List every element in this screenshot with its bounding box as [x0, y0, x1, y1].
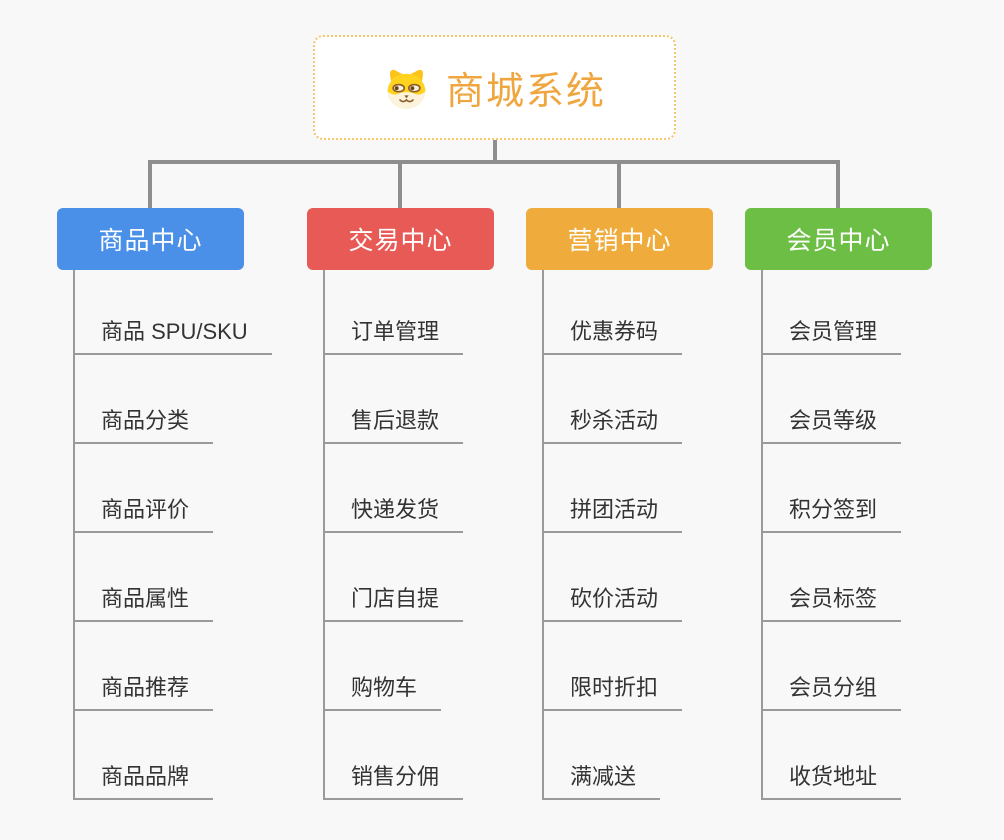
connector-drop-product: [148, 160, 152, 208]
branch-header-member[interactable]: 会员中心: [745, 208, 932, 270]
branch-header-trade[interactable]: 交易中心: [307, 208, 494, 270]
root-node[interactable]: 商城系统: [313, 35, 676, 140]
branch-product-center: 商品中心 商品 SPU/SKU 商品分类 商品评价 商品属性 商品推荐 商品品牌: [57, 208, 272, 800]
child-node[interactable]: 会员分组: [763, 670, 902, 711]
connector-drop-trade: [398, 160, 402, 208]
child-node[interactable]: 限时折扣: [544, 670, 683, 711]
child-node[interactable]: 商品 SPU/SKU: [75, 314, 272, 355]
child-node[interactable]: 积分签到: [763, 492, 902, 533]
child-node[interactable]: 砍价活动: [544, 581, 683, 622]
child-node[interactable]: 秒杀活动: [544, 403, 683, 444]
branch-children-marketing: 优惠券码 秒杀活动 拼团活动 砍价活动 限时折扣 满减送: [542, 270, 842, 800]
child-node[interactable]: 商品分类: [75, 403, 214, 444]
branch-trade-center: 交易中心 订单管理 售后退款 快递发货 门店自提 购物车 销售分佣: [307, 208, 507, 800]
root-title: 商城系统: [445, 71, 606, 113]
child-node[interactable]: 会员标签: [763, 581, 902, 622]
child-node[interactable]: 快递发货: [325, 492, 464, 533]
branch-member-center: 会员中心 会员管理 会员等级 积分签到 会员标签 会员分组 收货地址: [745, 208, 945, 800]
branch-header-marketing[interactable]: 营销中心: [526, 208, 713, 270]
child-node[interactable]: 会员管理: [763, 314, 902, 355]
connector-drop-marketing: [617, 160, 621, 208]
child-node[interactable]: 优惠券码: [544, 314, 683, 355]
child-node[interactable]: 售后退款: [325, 403, 464, 444]
dog-face-icon: [387, 69, 426, 110]
child-node[interactable]: 门店自提: [325, 581, 464, 622]
child-node[interactable]: 商品推荐: [75, 670, 214, 711]
child-node[interactable]: 销售分佣: [325, 759, 464, 800]
child-node[interactable]: 购物车: [325, 670, 442, 711]
child-node[interactable]: 订单管理: [325, 314, 464, 355]
branch-children-trade: 订单管理 售后退款 快递发货 门店自提 购物车 销售分佣: [323, 270, 623, 800]
connector-drop-member: [836, 160, 840, 208]
connector-horizontal: [148, 160, 840, 164]
child-node[interactable]: 会员等级: [763, 403, 902, 444]
branch-header-product[interactable]: 商品中心: [57, 208, 244, 270]
branch-children-member: 会员管理 会员等级 积分签到 会员标签 会员分组 收货地址: [761, 270, 1004, 800]
child-node[interactable]: 商品品牌: [75, 759, 214, 800]
child-node[interactable]: 商品属性: [75, 581, 214, 622]
child-node[interactable]: 满减送: [544, 759, 661, 800]
branch-marketing-center: 营销中心 优惠券码 秒杀活动 拼团活动 砍价活动 限时折扣 满减送: [526, 208, 726, 800]
child-node[interactable]: 收货地址: [763, 759, 902, 800]
child-node[interactable]: 商品评价: [75, 492, 214, 533]
connector-root-stub: [493, 140, 497, 162]
branch-children-product: 商品 SPU/SKU 商品分类 商品评价 商品属性 商品推荐 商品品牌: [73, 270, 373, 800]
child-node[interactable]: 拼团活动: [544, 492, 683, 533]
